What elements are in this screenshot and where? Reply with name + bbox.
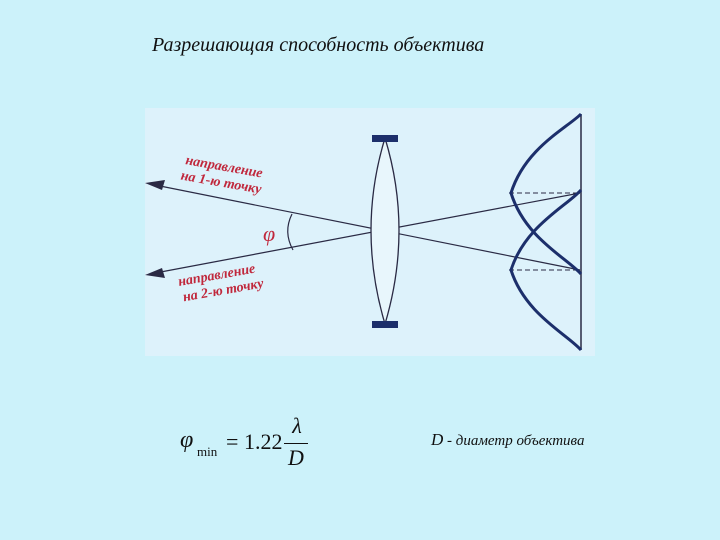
- note-text: - диаметр объектива: [443, 433, 585, 449]
- lens-resolution-diagram: направление на 1-ю точку направление на …: [145, 108, 595, 356]
- formula-equals: =: [226, 429, 239, 454]
- intensity-curve-2: [509, 188, 583, 352]
- slide-title: Разрешающая способность объектива: [152, 34, 485, 56]
- resolution-formula: φ min = 1.22 λ D: [180, 413, 320, 473]
- formula-subscript: min: [197, 444, 218, 459]
- angle-arc: [287, 213, 294, 251]
- formula-coefficient: 1.22: [244, 429, 283, 454]
- intensity-curve-1: [509, 112, 583, 276]
- arrowhead-1: [145, 180, 165, 190]
- formula-denominator: D: [288, 445, 304, 470]
- lens-bottom-bar: [372, 321, 398, 328]
- arrowhead-2: [145, 268, 165, 278]
- lens-top-bar: [372, 135, 398, 142]
- formula-phi: φ: [180, 427, 194, 453]
- formula-fraction-bar: [284, 443, 308, 444]
- diameter-note: D - диаметр объектива: [431, 430, 584, 450]
- ray-to-point-2: [149, 192, 581, 275]
- ray-to-point-1: [149, 183, 581, 271]
- note-variable: D: [431, 430, 444, 449]
- angle-phi-label: φ: [263, 221, 275, 246]
- formula-numerator: λ: [292, 413, 302, 438]
